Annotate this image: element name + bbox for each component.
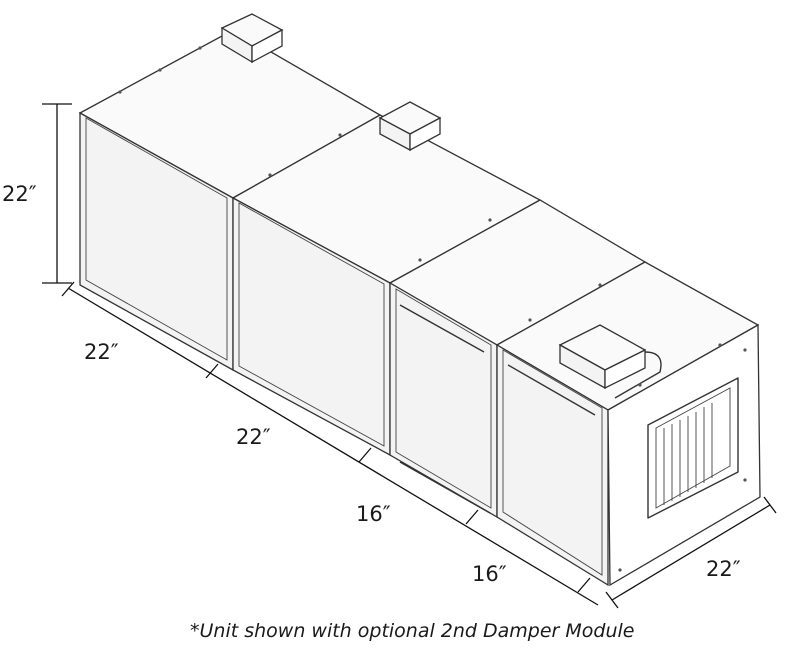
module-1-housing [78, 29, 382, 372]
module-4-housing [495, 261, 761, 587]
module-1-length-label: 22″ [84, 340, 119, 364]
length-dimension-line [61, 281, 599, 606]
height-label: 22″ [2, 182, 37, 206]
module-4-length-label: 16″ [472, 562, 507, 586]
module-2-housing [231, 114, 542, 457]
control-box-icon [558, 324, 662, 399]
blower-fan-icon [647, 377, 739, 519]
width-dimension-line [605, 496, 777, 609]
actuator-1-icon [220, 13, 284, 64]
caption: *Unit shown with optional 2nd Damper Mod… [190, 620, 635, 642]
module-3-housing [388, 199, 647, 519]
fastener-dots [118, 46, 747, 572]
module-3-length-label: 16″ [356, 502, 391, 526]
width-label: 22″ [706, 557, 741, 581]
actuator-2-icon [378, 101, 442, 152]
module-2-length-label: 22″ [236, 425, 271, 449]
height-dimension-line [42, 103, 72, 284]
